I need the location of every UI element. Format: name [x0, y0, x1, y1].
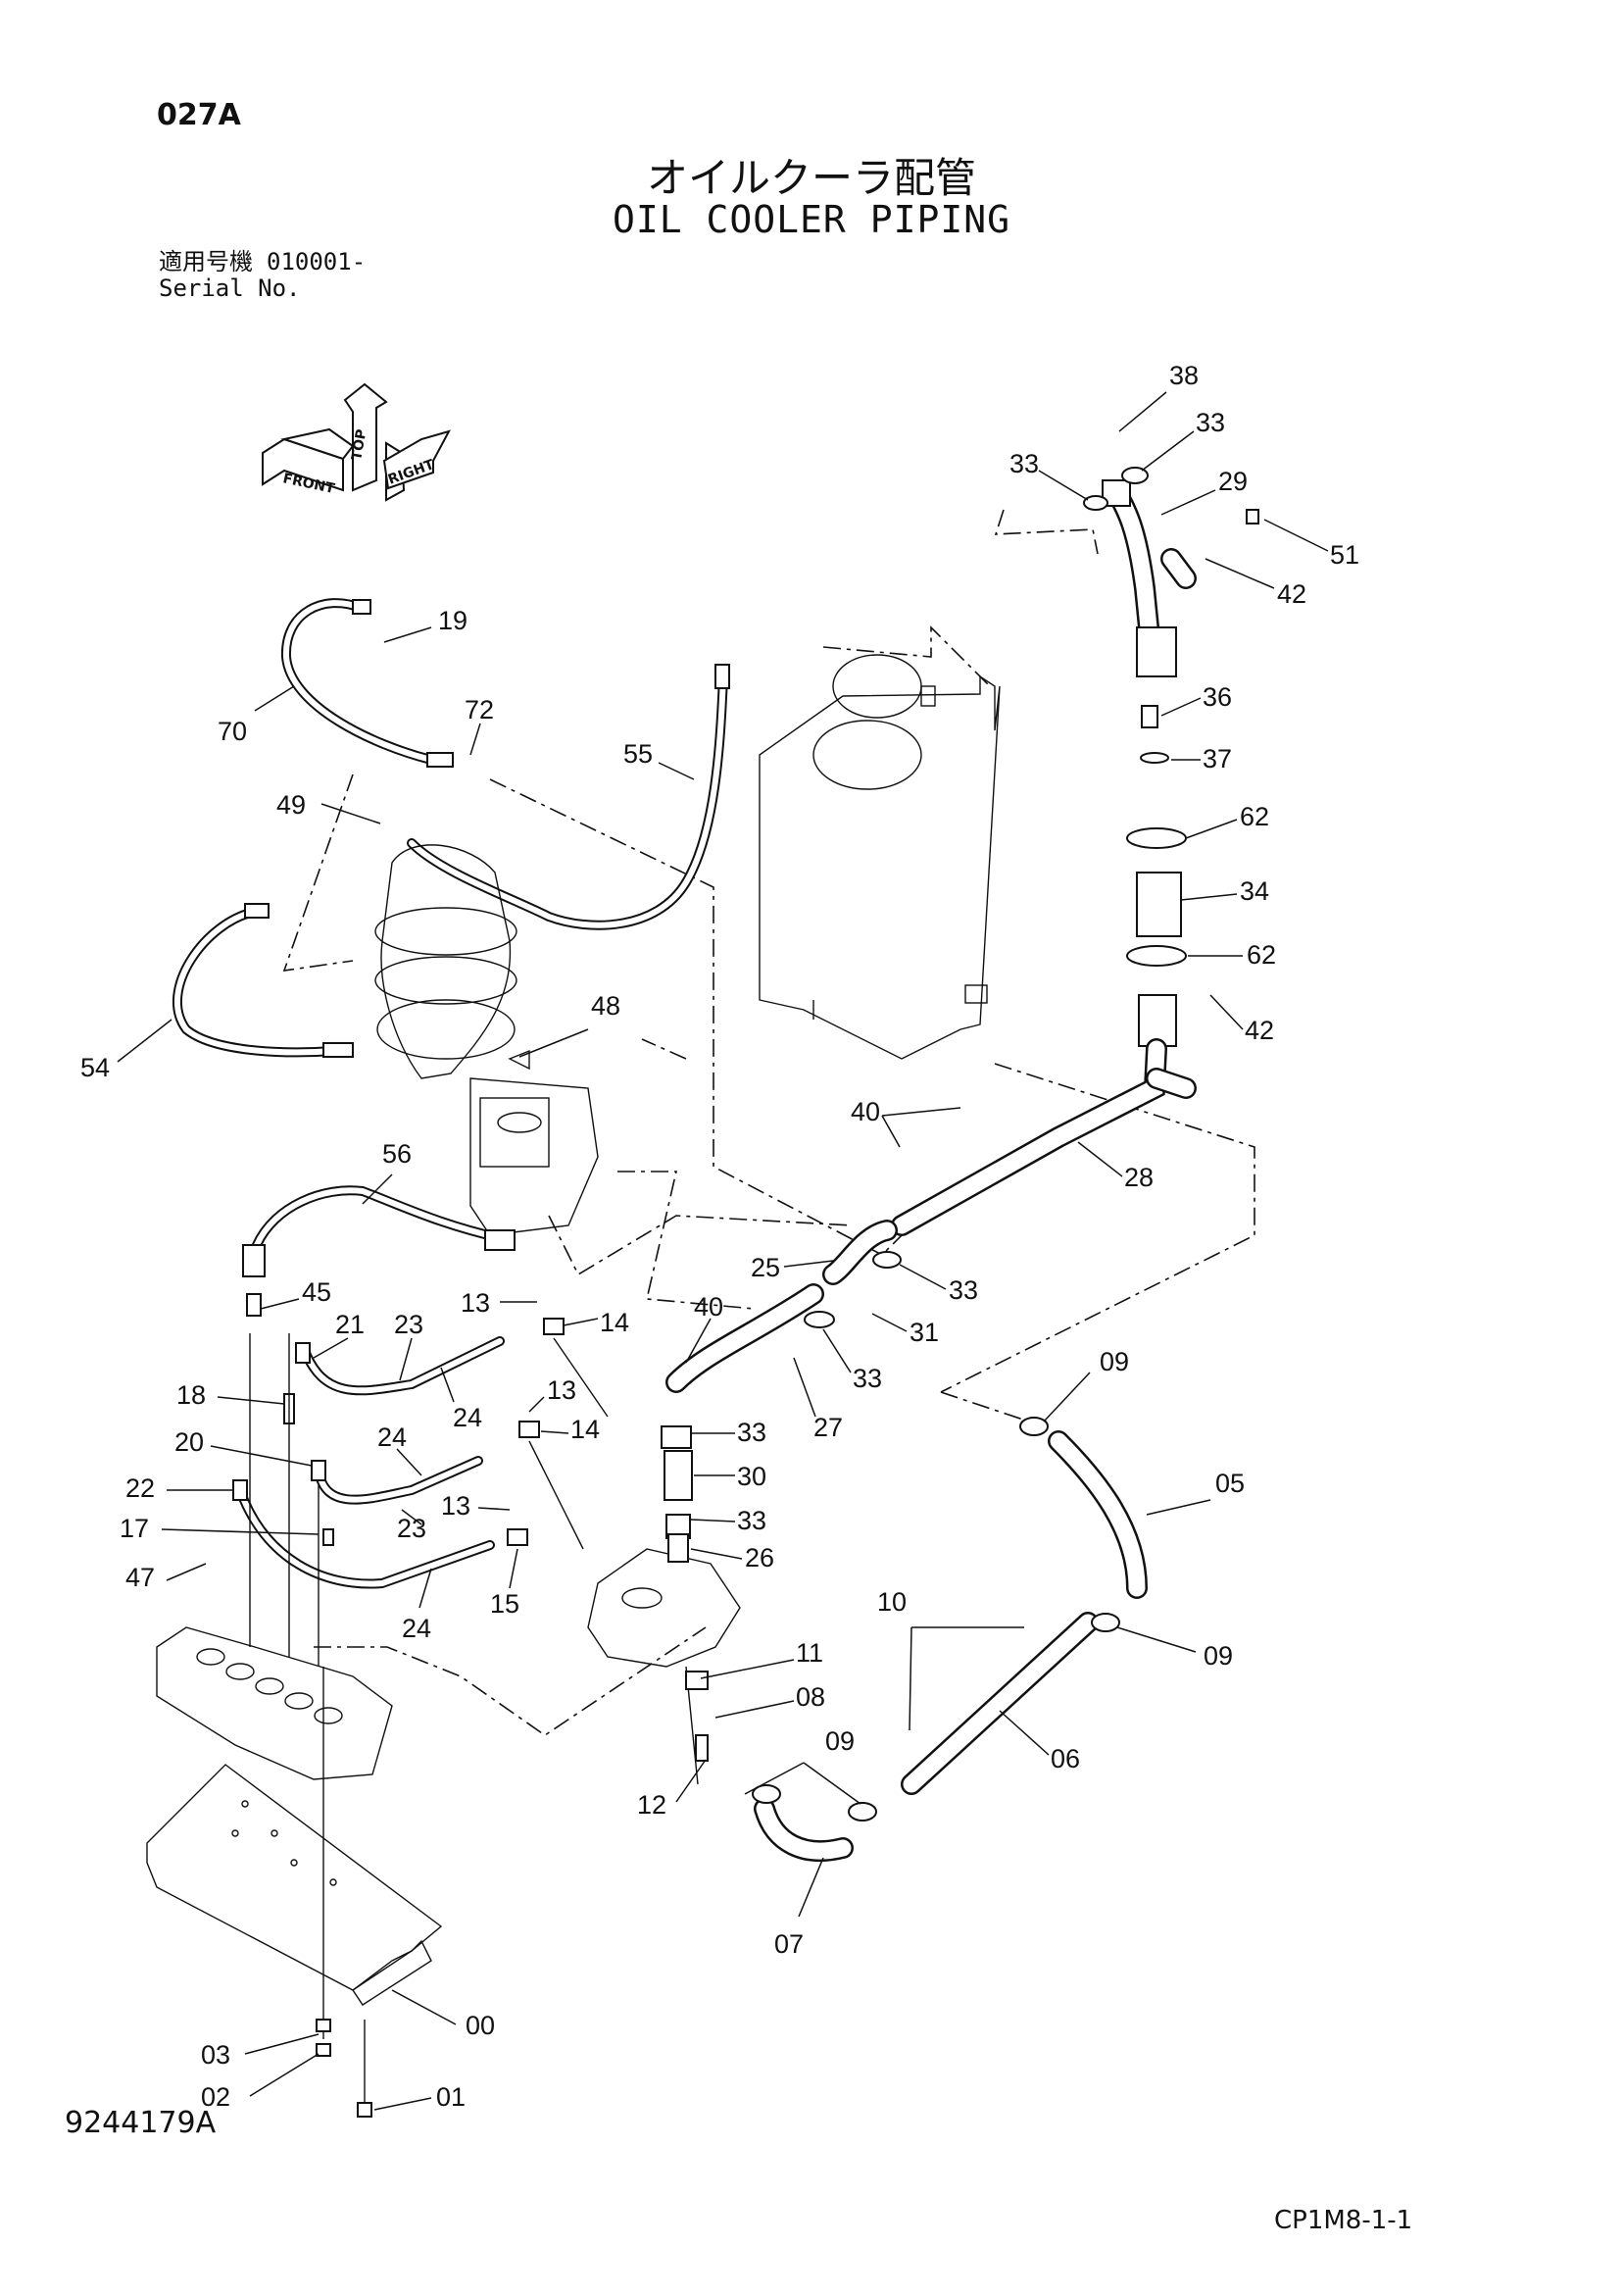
- callout-11: 11: [796, 1638, 823, 1668]
- callout-33: 33: [737, 1418, 766, 1447]
- callout-24: 24: [377, 1423, 407, 1452]
- callout-24: 24: [402, 1614, 431, 1643]
- hoses-21-20-22: [232, 1293, 505, 1589]
- hose-70: [280, 598, 454, 768]
- callout-21: 21: [335, 1310, 365, 1339]
- orientation-top-label: TOP: [349, 428, 369, 462]
- callout-31: 31: [910, 1318, 939, 1347]
- callout-29: 29: [1218, 467, 1248, 496]
- callout-45: 45: [302, 1277, 331, 1307]
- callout-62: 62: [1240, 802, 1269, 831]
- callout-40: 40: [694, 1292, 723, 1322]
- base-plate: [146, 1764, 443, 2006]
- page-code: 027A: [157, 98, 241, 132]
- callout-14: 14: [600, 1308, 629, 1337]
- callout-33: 33: [1196, 408, 1225, 437]
- middle-pipes: [661, 1220, 902, 1563]
- hydraulic-tank: [759, 654, 1001, 1060]
- orientation-arrows: FRONT TOP RIGHT: [262, 382, 451, 502]
- title-english: OIL COOLER PIPING: [613, 198, 1010, 241]
- callout-33: 33: [737, 1506, 766, 1535]
- callout-09: 09: [1204, 1641, 1233, 1671]
- callout-07: 07: [774, 1929, 804, 1959]
- callout-42: 42: [1245, 1016, 1274, 1045]
- sheet-code: CP1M8-1-1: [1274, 2206, 1413, 2235]
- callout-40: 40: [851, 1097, 880, 1126]
- callout-62: 62: [1247, 940, 1276, 970]
- right-pipe-column: [891, 467, 1259, 1236]
- callout-02: 02: [201, 2082, 230, 2112]
- callout-09: 09: [1100, 1347, 1129, 1376]
- callout-03: 03: [201, 2040, 230, 2070]
- serial-label-jp: 適用号機: [159, 248, 253, 275]
- callout-56: 56: [382, 1139, 412, 1169]
- callout-22: 22: [125, 1473, 155, 1503]
- callout-19: 19: [438, 606, 467, 635]
- callout-05: 05: [1215, 1469, 1245, 1498]
- callout-55: 55: [623, 739, 653, 769]
- title-japanese: オイルクーラ配管: [646, 154, 976, 202]
- callout-14: 14: [570, 1415, 600, 1444]
- callout-01: 01: [436, 2082, 466, 2112]
- hose-56: [242, 1185, 516, 1277]
- callout-24: 24: [453, 1403, 482, 1432]
- callout-23: 23: [397, 1514, 426, 1543]
- cooler-outlet-block: [587, 1548, 741, 1668]
- callout-17: 17: [120, 1514, 149, 1543]
- callout-47: 47: [125, 1563, 155, 1592]
- pump-assembly: [374, 844, 599, 1236]
- callouts: 38 33 33 29 51 42 36 37 62 34 62 42 40 2…: [80, 361, 1359, 2112]
- callout-34: 34: [1240, 876, 1269, 906]
- callout-36: 36: [1203, 682, 1232, 712]
- callout-12: 12: [637, 1790, 666, 1820]
- callout-42: 42: [1277, 579, 1306, 609]
- callout-08: 08: [796, 1682, 825, 1712]
- callout-18: 18: [176, 1380, 206, 1410]
- serial-label-en: Serial No.: [159, 275, 301, 302]
- callout-09: 09: [825, 1726, 855, 1756]
- callout-26: 26: [745, 1543, 774, 1572]
- callout-48: 48: [591, 991, 620, 1021]
- serial-value: 010001-: [267, 248, 367, 275]
- callout-54: 54: [80, 1053, 110, 1082]
- callout-33: 33: [949, 1275, 978, 1305]
- control-valve: [156, 1333, 393, 2039]
- callout-51: 51: [1330, 540, 1359, 570]
- callout-00: 00: [466, 2011, 495, 2040]
- callout-28: 28: [1124, 1163, 1154, 1192]
- callout-27: 27: [813, 1413, 843, 1442]
- callout-13: 13: [441, 1491, 470, 1521]
- callout-10: 10: [877, 1587, 907, 1617]
- callout-23: 23: [394, 1310, 423, 1339]
- callout-13: 13: [547, 1375, 576, 1405]
- serial-block: 適用号機 010001- Serial No.: [159, 249, 366, 302]
- callout-13: 13: [461, 1288, 490, 1318]
- hose-54: [172, 903, 354, 1058]
- hose-55: [407, 664, 730, 930]
- callout-20: 20: [174, 1427, 204, 1457]
- callout-25: 25: [751, 1253, 780, 1282]
- callout-70: 70: [218, 717, 247, 746]
- callout-30: 30: [737, 1462, 766, 1491]
- elbow-fittings: [507, 1318, 609, 1550]
- lower-hoses: [685, 1417, 1148, 1862]
- callout-72: 72: [465, 695, 494, 724]
- callout-33: 33: [1009, 449, 1039, 478]
- callout-37: 37: [1203, 744, 1232, 774]
- callout-06: 06: [1051, 1744, 1080, 1773]
- callout-49: 49: [276, 790, 306, 820]
- bottom-bolts: [316, 2019, 372, 2118]
- callout-38: 38: [1169, 361, 1199, 390]
- callout-33: 33: [853, 1364, 882, 1393]
- callout-15: 15: [490, 1589, 519, 1619]
- drawing-number: 9244179A: [65, 2106, 217, 2140]
